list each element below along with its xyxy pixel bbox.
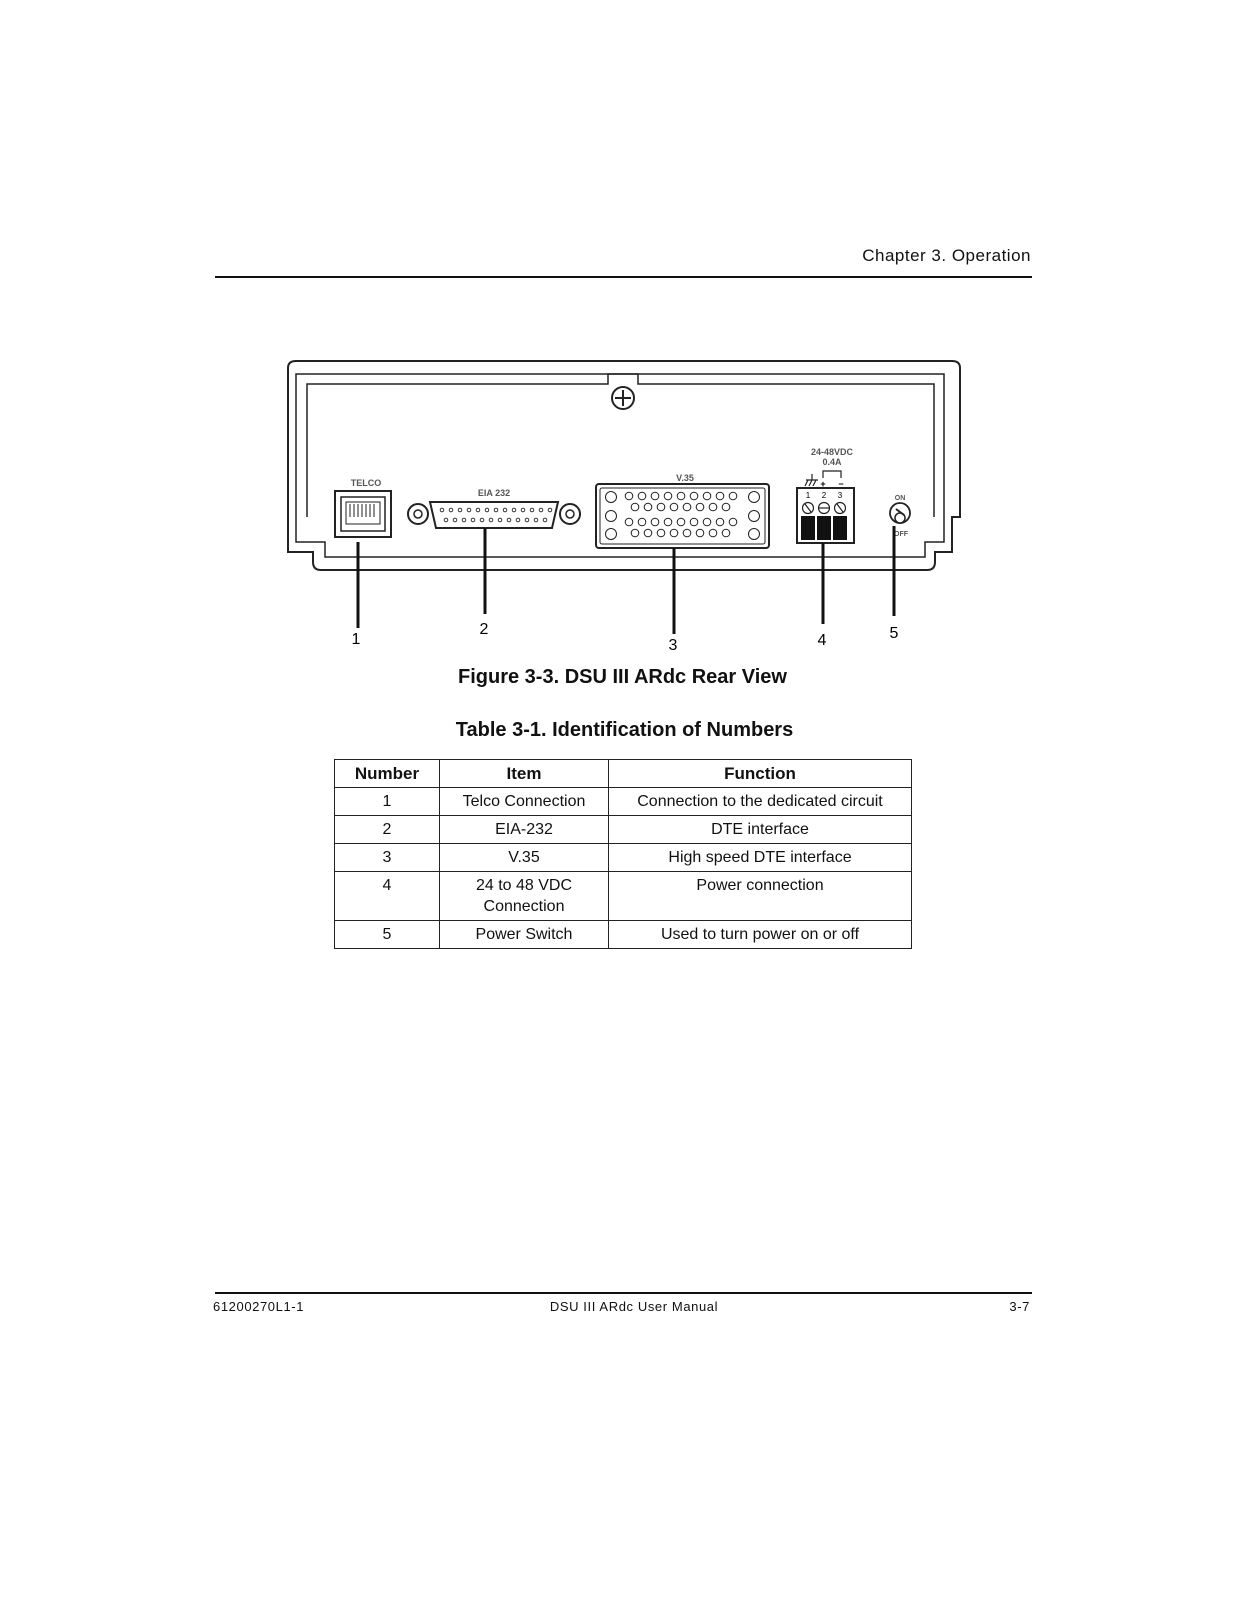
row-item-line1: 24 to 48 VDC [475, 877, 573, 894]
terminal-2-label: 2 [822, 491, 827, 500]
table-row: 1 Telco Connection Connection to the ded… [334, 787, 912, 816]
row-function: Power connection [608, 871, 912, 921]
off-label: OFF [894, 531, 909, 538]
ground-icon [804, 474, 818, 487]
callout-3: 3 [669, 637, 678, 654]
header-function: Function [608, 759, 912, 788]
row-function: DTE interface [608, 815, 912, 844]
chassis-inner-outline [295, 373, 945, 558]
voltage-label: 24-48VDC [811, 447, 854, 457]
row-item: Telco Connection [439, 787, 609, 816]
current-label: 0.4A [822, 457, 842, 467]
row-item-line2: Connection [483, 898, 565, 915]
identification-table: Number Item Function 1 Telco Connection … [334, 759, 912, 949]
v35-label: V.35 [676, 473, 694, 483]
row-number: 1 [334, 787, 440, 816]
telco-label: TELCO [351, 478, 382, 488]
figure-caption: Figure 3-3. DSU III ARdc Rear View [458, 666, 787, 688]
table-row: 5 Power Switch Used to turn power on or … [334, 920, 912, 949]
terminal-3-label: 3 [838, 491, 843, 500]
chassis-outline [287, 360, 961, 571]
row-item: Power Switch [439, 920, 609, 949]
row-item: 24 to 48 VDC Connection [439, 871, 609, 921]
table-title: Table 3-1. Identification of Numbers [455, 719, 794, 741]
callout-1: 1 [352, 631, 361, 648]
table-row: 2 EIA-232 DTE interface [334, 815, 912, 844]
terminal-1-label: 1 [806, 491, 811, 500]
row-number: 3 [334, 843, 440, 872]
header-number: Number [334, 759, 440, 788]
eia232-connector [428, 501, 560, 529]
callout-2: 2 [480, 621, 489, 638]
chassis-panel-face [306, 373, 935, 517]
terminal-minus-label: − [838, 479, 843, 489]
row-function: High speed DTE interface [608, 843, 912, 872]
table-row: 3 V.35 High speed DTE interface [334, 843, 912, 872]
on-label: ON [895, 495, 906, 502]
row-function: Used to turn power on or off [608, 920, 912, 949]
footer-part-number: 61200270L1-1 [213, 1299, 305, 1314]
row-function: Connection to the dedicated circuit [608, 787, 912, 816]
header-item: Item [439, 759, 609, 788]
row-number: 4 [334, 871, 440, 921]
row-item: V.35 [439, 843, 609, 872]
eia232-label: EIA 232 [478, 488, 510, 498]
table-row: 4 24 to 48 VDC Connection Power connecti… [334, 871, 912, 921]
header-rule [215, 276, 1032, 278]
row-number: 5 [334, 920, 440, 949]
footer-page-number: 3-7 [1009, 1299, 1030, 1314]
callout-4: 4 [818, 632, 827, 649]
table-header-row: Number Item Function [334, 759, 912, 788]
row-item: EIA-232 [439, 815, 609, 844]
terminal-plus-label: + [820, 479, 825, 489]
chapter-header: Chapter 3. Operation [862, 246, 1031, 265]
rear-view-figure: TELCO EIA 232 V.35 [287, 360, 961, 654]
footer-manual-title: DSU III ARdc User Manual [549, 1299, 719, 1314]
callout-5: 5 [890, 625, 899, 642]
row-number: 2 [334, 815, 440, 844]
footer-rule [215, 1292, 1032, 1294]
